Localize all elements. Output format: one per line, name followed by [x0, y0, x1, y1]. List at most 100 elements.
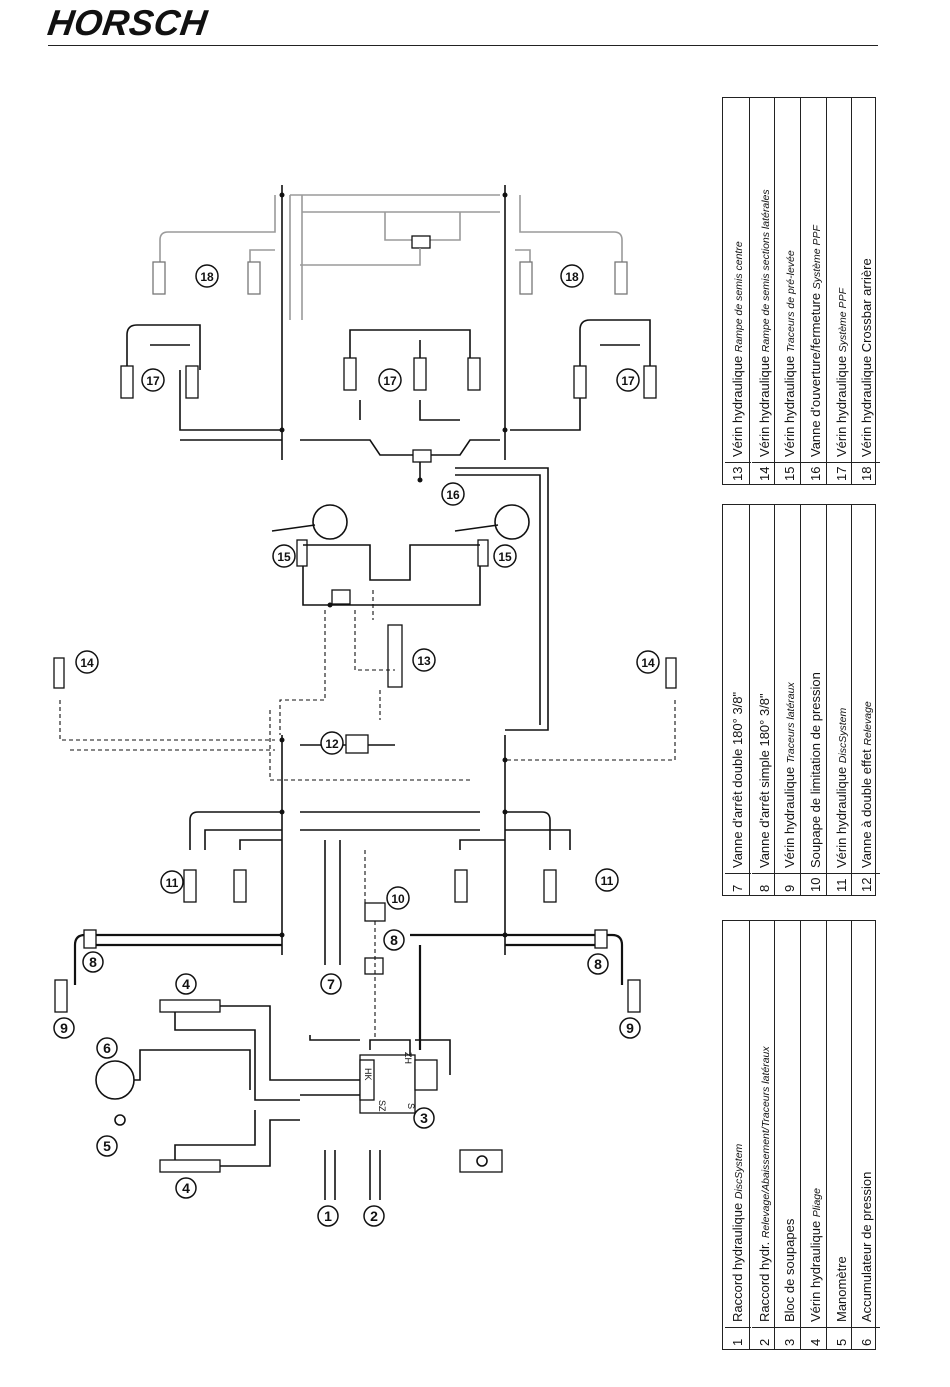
legend-row: 18 Vérin hydraulique Crossbar arrière	[851, 98, 880, 484]
pressure-relief	[364, 850, 386, 1040]
callout-14a: 14	[75, 650, 99, 674]
legend-text: Accumulateur de pression	[859, 1171, 875, 1322]
legend-number: 6	[854, 1327, 880, 1349]
callout-6: 6	[96, 1037, 118, 1059]
svg-text:2: 2	[370, 1208, 378, 1224]
legend-text: Bloc de soupapes	[782, 1218, 798, 1322]
legend-italic-text: Système PPF	[811, 225, 823, 290]
svg-text:17: 17	[383, 374, 397, 388]
block-label-sz: SZ	[377, 1100, 387, 1112]
legend-italic-text: Traceurs de pré-levée	[785, 250, 798, 353]
side-marker-circuit	[54, 929, 641, 1050]
callout-7: 7	[320, 973, 342, 995]
legend-italic-text: DiscSystem	[733, 1143, 745, 1200]
legend-row: 17Vérin hydraulique Système PPF	[825, 98, 855, 484]
legend-row: 3Bloc de soupapes	[774, 921, 803, 1349]
legend-row: 14Vérin hydraulique Rampe de semis secti…	[748, 98, 778, 484]
callout-10: 10	[386, 886, 410, 910]
legend-text: Vanne d'arrêt simple 180° 3/8"	[756, 693, 772, 868]
valve-block	[300, 1035, 503, 1200]
svg-text:5: 5	[103, 1138, 111, 1154]
callout-8c: 8	[587, 953, 609, 975]
legend-text: Vérin hydraulique	[782, 352, 798, 457]
block-label-zh: ZH	[403, 1052, 413, 1064]
callout-5: 5	[96, 1135, 118, 1157]
callout-15a: 15	[272, 544, 296, 568]
callout-12: 12	[320, 731, 344, 755]
svg-text:6: 6	[103, 1040, 111, 1056]
callout-4b: 4	[175, 1177, 197, 1199]
legend-number: 13	[725, 462, 751, 484]
seed-rail-circuit	[53, 590, 677, 781]
folding-circuit	[95, 999, 300, 1173]
legend-text: Vérin hydraulique	[756, 352, 772, 457]
legend-table-c: 13 Vérin hydraulique Rampe de semis centr…	[722, 97, 880, 485]
callout-16: 16	[441, 482, 465, 506]
legend-row: 10Soupape de limitation de pression	[800, 505, 829, 895]
legend-number: 18	[854, 462, 880, 484]
callout-4a: 4	[175, 973, 197, 995]
svg-text:14: 14	[641, 656, 655, 670]
legend-text: Vérin hydraulique	[808, 1217, 823, 1322]
svg-text:18: 18	[565, 270, 579, 284]
legend-italic-text: DiscSystem	[836, 707, 849, 764]
legend-row: 8Vanne d'arrêt simple 180° 3/8"	[748, 505, 778, 895]
legend-number: 12	[854, 873, 880, 895]
legend-italic-text: Relevage/Abaissement/Traceurs latéraux	[759, 1046, 772, 1239]
legend-text: Raccord hydr.	[756, 1238, 772, 1322]
svg-text:13: 13	[417, 654, 431, 668]
svg-text:17: 17	[621, 374, 635, 388]
svg-text:1: 1	[324, 1208, 332, 1224]
legend-number: 1	[725, 1327, 751, 1349]
legend-row: 15Vérin hydraulique Traceurs de pré-levé…	[774, 98, 803, 484]
block-label-s: S	[406, 1103, 416, 1109]
legend-text: Vérin hydraulique	[833, 352, 849, 457]
legend-row: 4Vérin hydraulique Pliage	[800, 921, 829, 1349]
legend-row: 11Vérin hydraulique DiscSystem	[825, 505, 855, 895]
legend-text: Vanne à double effet	[859, 745, 875, 868]
svg-text:16: 16	[446, 488, 460, 502]
svg-text:11: 11	[166, 876, 179, 890]
legend-italic-text: Rampe de semis centre	[733, 241, 745, 353]
svg-text:8: 8	[594, 956, 602, 972]
legend-text: Vérin hydraulique Crossbar arrière	[859, 258, 875, 457]
callout-14b: 14	[636, 650, 660, 674]
marker-circuit-15	[271, 504, 530, 606]
legend-row: 16Vanne d'ouverture/fermeture Système PP…	[800, 98, 829, 484]
svg-text:15: 15	[277, 550, 291, 564]
callout-17a: 17	[141, 368, 165, 392]
block-labels: ZH S SZ HK	[363, 1052, 416, 1112]
svg-text:7: 7	[327, 976, 335, 992]
legend-row: 2Raccord hydr. Relevage/Abaissement/Trac…	[748, 921, 778, 1349]
legend-italic-text: Relevage	[862, 701, 875, 746]
ppf-circuit	[120, 319, 657, 731]
svg-text:3: 3	[420, 1110, 428, 1126]
legend-table-b: 7Vanne d'arrêt double 180° 3/8"8Vanne d'…	[722, 504, 880, 896]
legend-row: 9Vérin hydraulique Traceurs latéraux	[774, 505, 803, 895]
callout-17b: 17	[378, 368, 402, 392]
callout-11b: 11	[595, 868, 619, 892]
legend-italic-text: Traceurs latéraux	[785, 682, 798, 764]
callout-13: 13	[412, 648, 436, 672]
svg-text:17: 17	[146, 374, 160, 388]
frame-lines	[281, 185, 506, 955]
crossbar-circuit	[152, 194, 628, 320]
discsystem-circuit	[183, 811, 571, 965]
svg-text:4: 4	[182, 976, 190, 992]
legend-italic-text: Rampe de semis sections latérales	[759, 189, 772, 353]
legend-text: Manomètre	[833, 1256, 849, 1322]
legend-number: 7	[725, 873, 751, 895]
callout-8b: 8	[383, 929, 405, 951]
legend-italic-text: Système PPF	[836, 288, 849, 353]
svg-text:18: 18	[200, 270, 214, 284]
callout-9b: 9	[619, 1017, 641, 1039]
svg-text:9: 9	[60, 1020, 68, 1036]
legend-italic-text: Pliage	[811, 1188, 823, 1218]
callouts: 1 2 3 4 4 5 6 7 8 8 8 9 9 10 11 11 12 13…	[53, 264, 660, 1227]
block-label-hk: HK	[363, 1068, 373, 1081]
callout-3: 3	[413, 1107, 435, 1129]
legend-row: 1Raccord hydraulique DiscSystem	[723, 921, 751, 1349]
legend-row: 5Manomètre	[825, 921, 855, 1349]
svg-text:8: 8	[89, 954, 97, 970]
